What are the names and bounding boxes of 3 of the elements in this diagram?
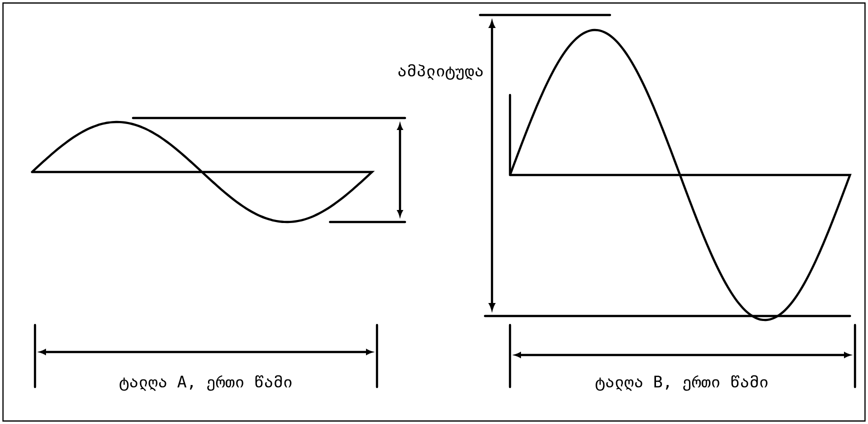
dimension-label: ამპლიტუდა (398, 64, 483, 80)
dimension-label: ტალღა A, ერთი წამი (120, 375, 292, 391)
dimension-label: ტალღა B, ერთი წამი (596, 375, 768, 391)
